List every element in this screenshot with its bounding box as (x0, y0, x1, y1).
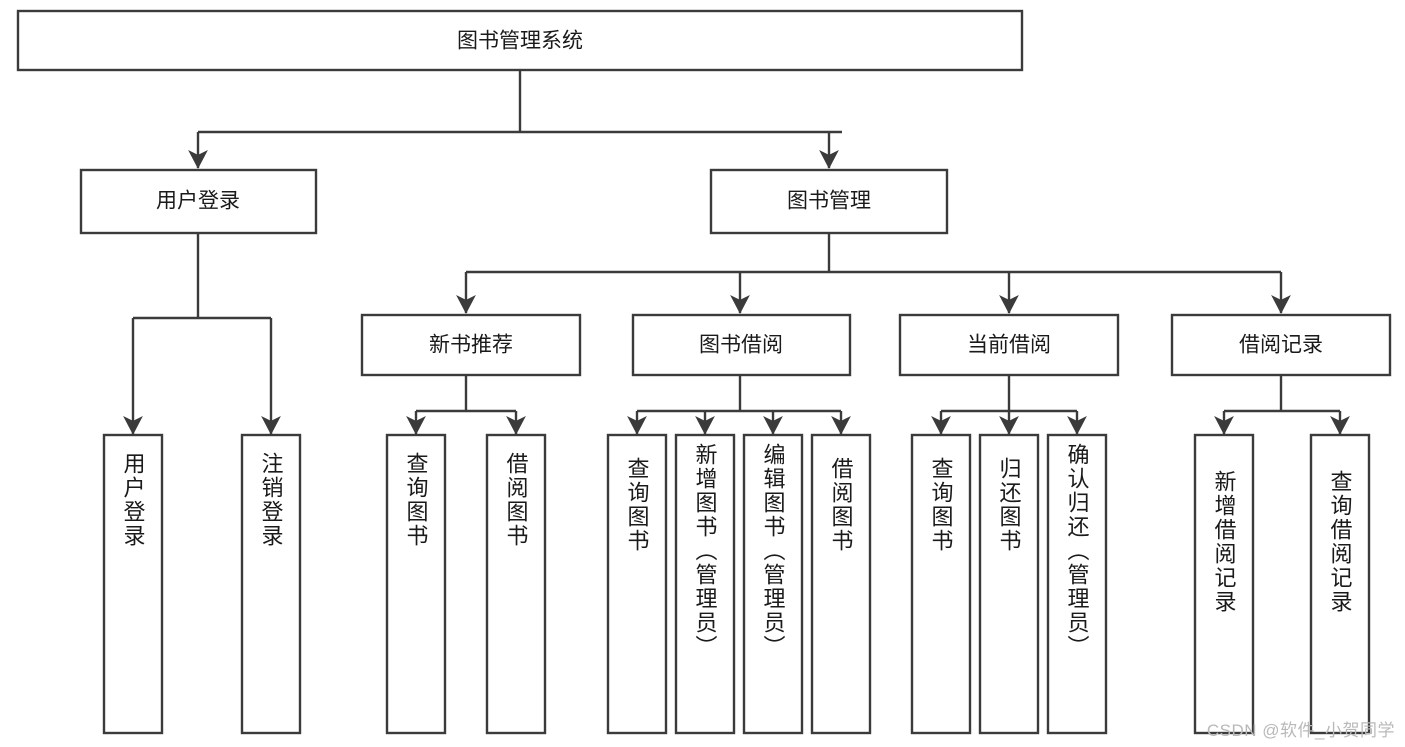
leaf-label: 借阅图书 (504, 452, 529, 548)
leaf-label: 查询图书 (929, 457, 954, 553)
leaf-node-borrow-record-add[interactable]: 新增借阅记录 (1193, 433, 1255, 735)
leaf-node-user-login-logout[interactable]: 注销登录 (240, 433, 302, 735)
leaf-node-book-borrow-edit[interactable]: 编辑图书（管理员） (742, 433, 804, 735)
leaf-box[interactable] (1193, 433, 1255, 735)
node-borrow-record[interactable]: 借阅记录 (1170, 313, 1392, 377)
leaf-node-current-borrow-return[interactable]: 归还图书 (978, 433, 1040, 735)
leaf-box[interactable] (742, 433, 804, 735)
new-book-recommend-box[interactable] (360, 313, 582, 377)
leaf-box[interactable] (385, 433, 447, 735)
borrow-record-box[interactable] (1170, 313, 1392, 377)
leaf-box[interactable] (910, 433, 972, 735)
leaf-label: 注销登录 (259, 452, 284, 548)
edge-layer (123, 70, 1350, 435)
node-root-book-management-system[interactable]: 图书管理系统 (16, 9, 1024, 72)
leaf-box[interactable] (1046, 433, 1108, 735)
node-current-borrow[interactable]: 当前借阅 (898, 313, 1120, 377)
leaf-label: 查询借阅记录 (1328, 470, 1353, 614)
book-borrow-box[interactable] (631, 313, 852, 377)
root-box[interactable] (16, 9, 1024, 72)
leaf-box[interactable] (606, 433, 668, 735)
leaf-node-new-book-borrow[interactable]: 借阅图书 (485, 433, 547, 735)
leaf-node-book-borrow-add[interactable]: 新增图书（管理员） (674, 433, 736, 735)
leaf-node-borrow-record-query[interactable]: 查询借阅记录 (1309, 433, 1371, 735)
current-borrow-box[interactable] (898, 313, 1120, 377)
leaf-box[interactable] (240, 433, 302, 735)
leaf-node-user-login-login[interactable]: 用户登录 (102, 433, 164, 735)
new-book-recommend-label: 新书推荐 (429, 334, 513, 357)
leaf-label: 借阅图书 (829, 457, 854, 553)
book-management-box[interactable] (709, 168, 949, 235)
node-user-login[interactable]: 用户登录 (79, 168, 318, 235)
leaf-box[interactable] (810, 433, 872, 735)
leaf-label: 用户登录 (121, 452, 146, 548)
current-borrow-label: 当前借阅 (967, 334, 1051, 357)
leaf-label: 新增图书（管理员） (693, 443, 718, 659)
book-borrow-label: 图书借阅 (699, 334, 783, 357)
leaf-box[interactable] (674, 433, 736, 735)
leaf-label: 新增借阅记录 (1212, 470, 1237, 614)
borrow-record-label: 借阅记录 (1239, 334, 1323, 357)
leaf-label: 查询图书 (625, 457, 650, 553)
leaf-node-new-book-query[interactable]: 查询图书 (385, 433, 447, 735)
leaf-label: 归还图书 (997, 457, 1022, 553)
leaf-node-current-borrow-confirm-return[interactable]: 确认归还（管理员） (1046, 433, 1108, 735)
node-book-management[interactable]: 图书管理 (709, 168, 949, 235)
root-label: 图书管理系统 (457, 30, 583, 53)
leaf-node-book-borrow-borrow[interactable]: 借阅图书 (810, 433, 872, 735)
node-book-borrow[interactable]: 图书借阅 (631, 313, 852, 377)
node-new-book-recommend[interactable]: 新书推荐 (360, 313, 582, 377)
leaf-box[interactable] (1309, 433, 1371, 735)
leaf-node-current-borrow-query[interactable]: 查询图书 (910, 433, 972, 735)
leaf-label: 编辑图书（管理员） (761, 443, 786, 659)
user-login-box[interactable] (79, 168, 318, 235)
leaf-box[interactable] (485, 433, 547, 735)
leaf-label: 查询图书 (404, 452, 429, 548)
leaf-label: 确认归还（管理员） (1065, 443, 1090, 659)
user-login-label: 用户登录 (156, 190, 240, 213)
book-management-label: 图书管理 (787, 190, 871, 213)
leaf-node-book-borrow-query[interactable]: 查询图书 (606, 433, 668, 735)
leaf-box[interactable] (102, 433, 164, 735)
leaf-box[interactable] (978, 433, 1040, 735)
